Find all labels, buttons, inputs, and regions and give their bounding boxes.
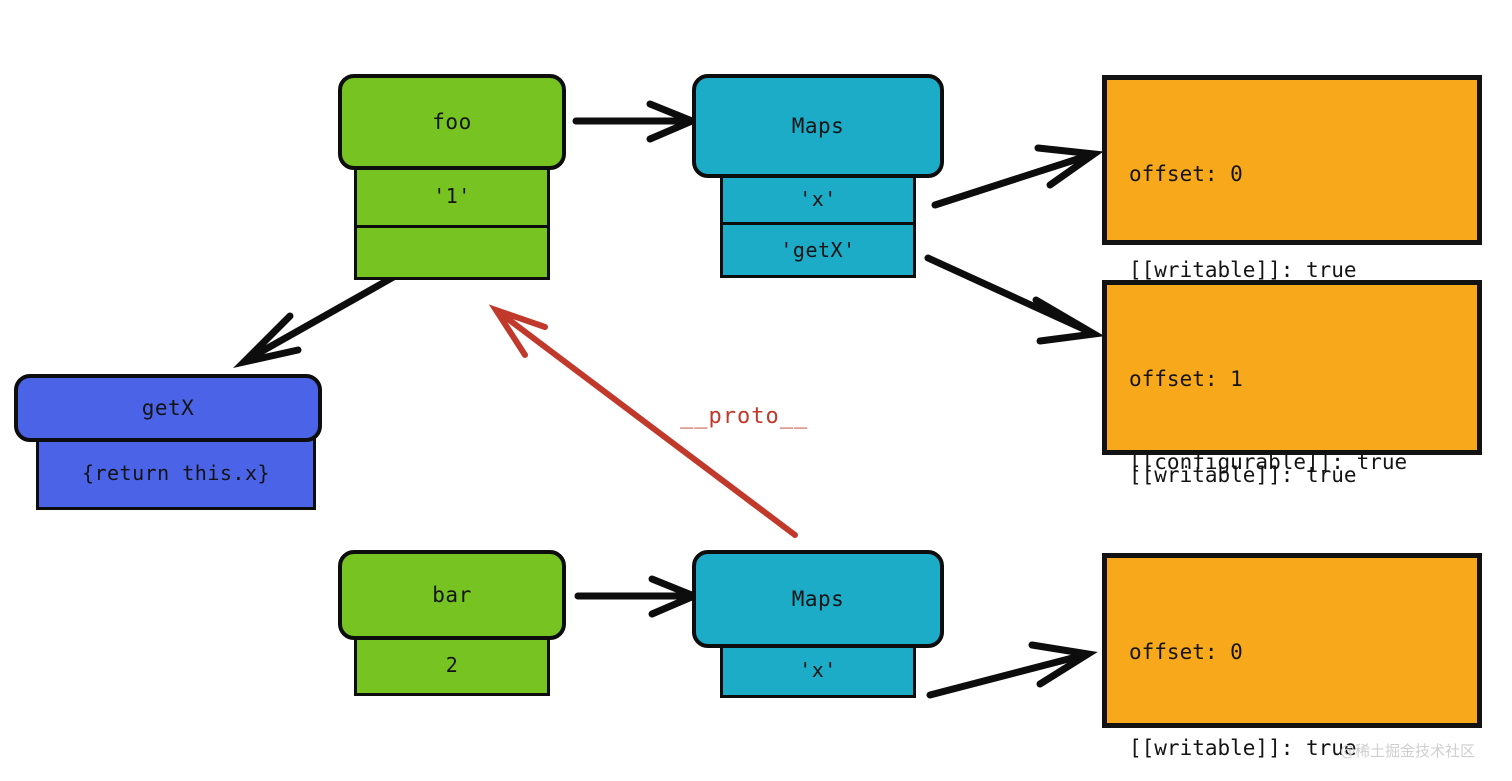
- proto-label: __proto__: [680, 404, 809, 429]
- node-foo-maps-row-0[interactable]: 'x': [720, 172, 916, 225]
- panel-x-line-1: [[writable]]: true: [1129, 258, 1357, 282]
- node-bar-maps-rows: 'x': [720, 642, 916, 698]
- node-foo-row-0[interactable]: '1': [354, 164, 550, 228]
- watermark: @稀土掘金技术社区: [1340, 742, 1476, 760]
- panel-x-line-0: offset: 0: [1129, 162, 1243, 186]
- node-foo-maps-row-1[interactable]: 'getX': [720, 225, 916, 278]
- panel-bar-x-line-1: [[writable]]: true: [1129, 736, 1357, 760]
- panel-getx-line-1: [[writable]]: true: [1129, 463, 1357, 487]
- node-foo-maps-rows: 'x' 'getX': [720, 172, 916, 278]
- node-getx-header: getX: [14, 374, 322, 442]
- node-foo-rows: '1': [354, 164, 550, 280]
- node-bar-rows: 2: [354, 634, 550, 696]
- arrow-x-to-descriptor: [931, 144, 1104, 209]
- node-bar-row-0[interactable]: 2: [354, 634, 550, 696]
- panel-bar-x-descriptor: offset: 0 [[writable]]: true [[enumerabl…: [1102, 553, 1482, 760]
- arrow-bar-x-to-descriptor: [926, 641, 1098, 699]
- panel-bar-x-line-0: offset: 0: [1129, 640, 1243, 664]
- node-foo-header: foo: [338, 74, 566, 170]
- panel-getx-descriptor: offset: 1 [[writable]]: true [[enumerabl…: [1102, 280, 1482, 679]
- node-bar[interactable]: bar 2: [338, 550, 566, 696]
- node-bar-maps[interactable]: Maps 'x': [692, 550, 944, 698]
- node-foo[interactable]: foo '1': [338, 74, 566, 280]
- node-bar-maps-header: Maps: [692, 550, 944, 648]
- node-bar-header: bar: [338, 550, 566, 640]
- node-bar-maps-row-0[interactable]: 'x': [720, 642, 916, 698]
- node-getx[interactable]: getX {return this.x}: [14, 374, 322, 510]
- node-getx-rows: {return this.x}: [36, 436, 316, 510]
- arrow-getx-to-descriptor: [924, 254, 1105, 345]
- panel-x-descriptor: offset: 0 [[writable]]: true [[enumerabl…: [1102, 75, 1482, 474]
- arrow-foo-to-maps: [572, 100, 702, 143]
- node-foo-row-1[interactable]: [354, 228, 550, 280]
- arrow-bar-to-maps: [574, 575, 704, 618]
- node-getx-row-0[interactable]: {return this.x}: [36, 436, 316, 510]
- panel-getx-line-0: offset: 1: [1129, 367, 1243, 391]
- node-foo-maps[interactable]: Maps 'x' 'getX': [692, 74, 944, 278]
- node-foo-maps-header: Maps: [692, 74, 944, 178]
